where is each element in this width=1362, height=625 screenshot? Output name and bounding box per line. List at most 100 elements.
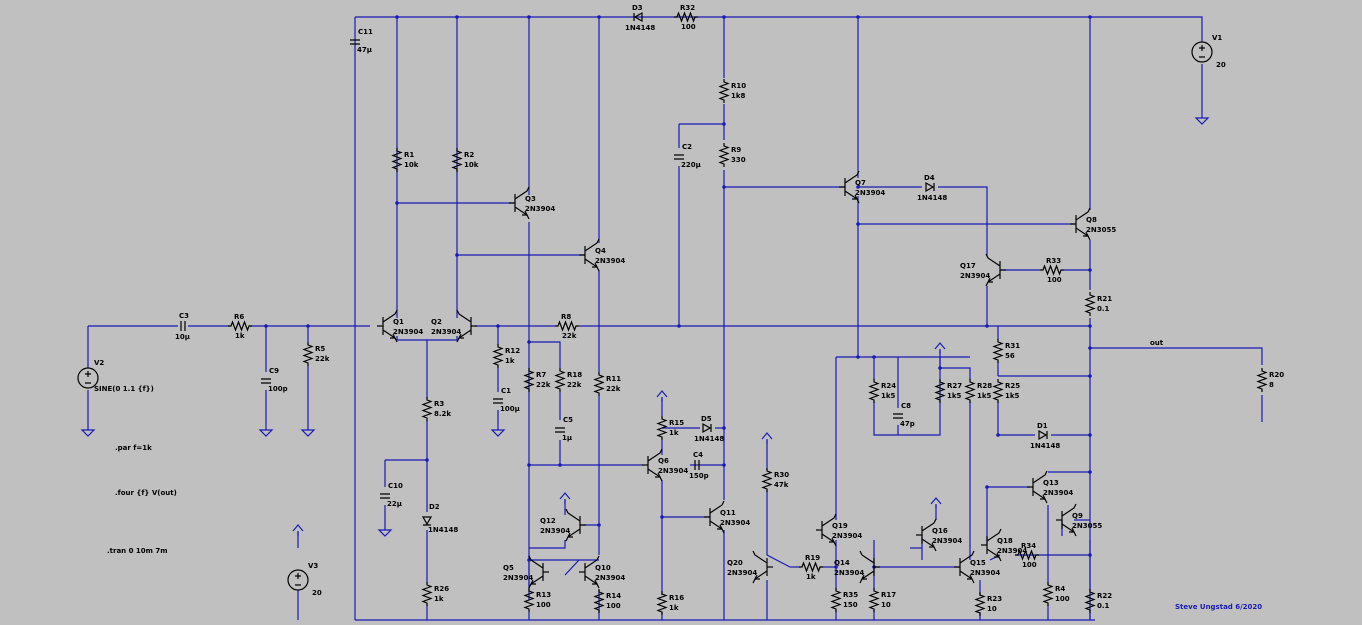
- component-value: 1N4148: [428, 526, 458, 534]
- component-value: 1k8: [731, 92, 746, 100]
- component-value: 2N3904: [525, 205, 555, 213]
- component-ref: Q15: [970, 559, 986, 567]
- component-ref: C11: [358, 28, 373, 36]
- component-ref: R28: [977, 382, 992, 390]
- wire: [997, 402, 1035, 436]
- component-value: 47k: [774, 481, 789, 489]
- component-ref: R33: [1046, 257, 1061, 265]
- resistor-r3[interactable]: R38.2k: [421, 397, 451, 421]
- component-ref: V3: [308, 562, 318, 570]
- component-value: 47µ: [357, 46, 372, 54]
- component-value: 0.1: [1097, 305, 1110, 313]
- component-ref: R34: [1021, 542, 1036, 550]
- component-value: 2N3904: [503, 574, 533, 582]
- component-value: 22k: [562, 332, 577, 340]
- capacitor-c11[interactable]: C11 47µ: [350, 28, 373, 54]
- component-ref: V2: [94, 359, 104, 367]
- ground-symbol: [258, 429, 274, 437]
- component-value: 0.1: [1097, 602, 1110, 610]
- component-ref: R21: [1097, 295, 1112, 303]
- component-value: 2N3904: [1043, 489, 1073, 497]
- component-ref: C5: [563, 416, 573, 424]
- component-value: 100: [1055, 595, 1070, 603]
- component-value: 22k: [536, 381, 551, 389]
- junction-dot: [1088, 15, 1092, 19]
- wire: [529, 341, 561, 368]
- component-value: 2N3904: [997, 547, 1027, 555]
- junction-dot: [527, 340, 531, 344]
- component-value: 22k: [606, 385, 621, 393]
- component-ref: Q14: [834, 559, 850, 567]
